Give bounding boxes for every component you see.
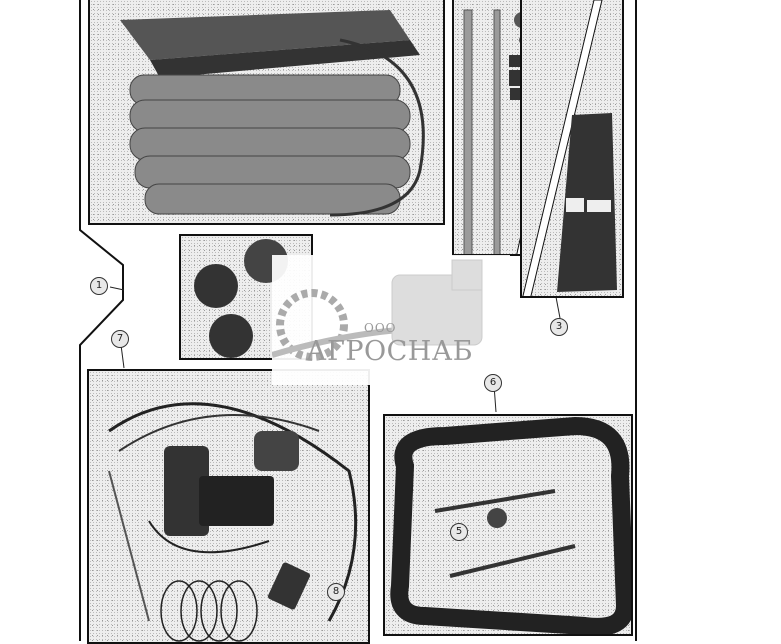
callout-5: 5 [450,523,468,541]
panel-air-suspension-unit [88,0,445,225]
panel-compressor-wiring-kit [87,369,370,644]
watermark-brand: АГРОСНАБ [306,336,474,367]
callout-3: 3 [550,318,568,336]
panel-straps [520,0,624,298]
callout-6: 6 [484,374,502,392]
watermark-backdrop [272,255,510,385]
callout-8: 8 [327,583,345,601]
callout-7: 7 [111,330,129,348]
watermark-prefix: ООО [364,321,397,335]
callout-1: 1 [90,277,108,295]
panel-bellows-cover [383,414,633,636]
